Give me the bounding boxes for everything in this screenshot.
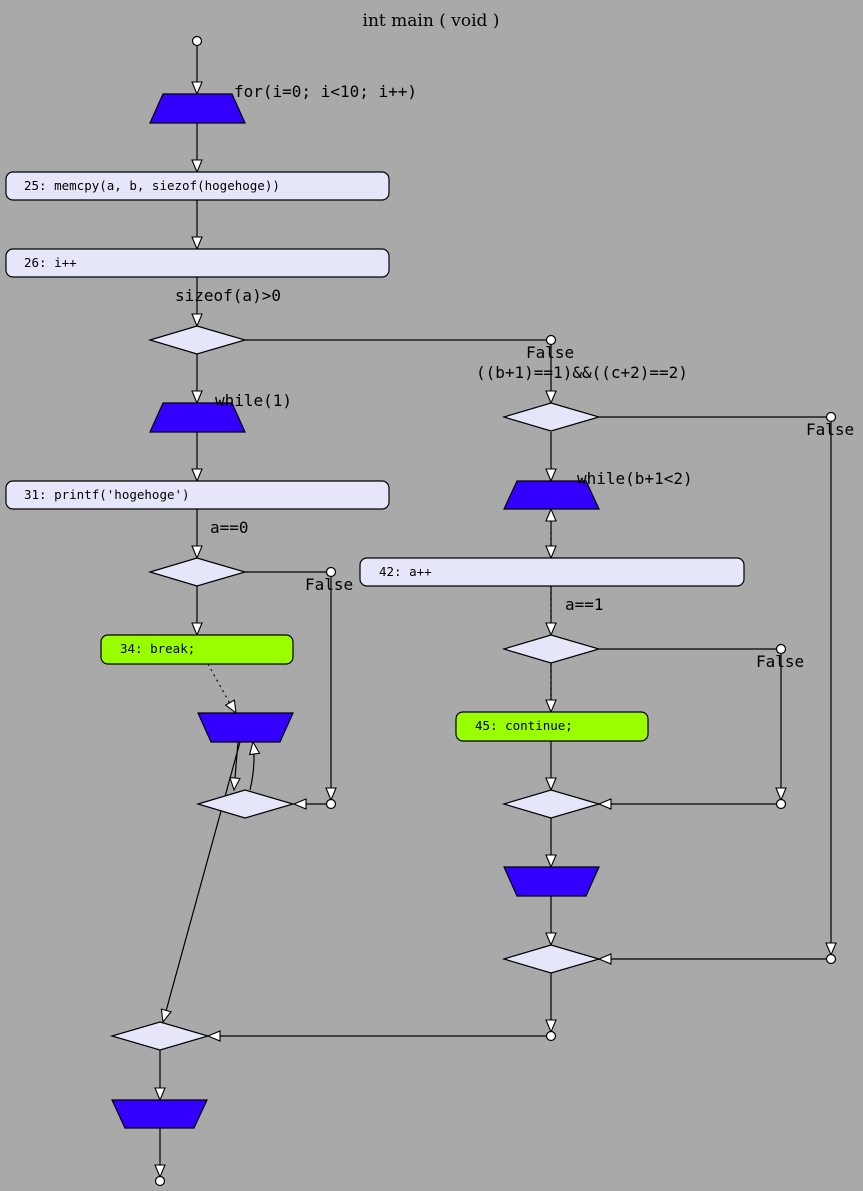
while-inner-end-shape[interactable] xyxy=(503,866,600,897)
connector-right-bottom xyxy=(545,1030,557,1042)
while-outer-label: while(1) xyxy=(215,391,292,410)
decision-c3[interactable] xyxy=(147,557,248,587)
statement-box-45[interactable] xyxy=(455,711,649,742)
for-loop-start-shape[interactable] xyxy=(149,93,246,124)
arrow-bottom-merge-left xyxy=(160,1008,172,1024)
arrow-merge-c2 xyxy=(545,932,557,947)
connector-c4-false xyxy=(775,643,787,655)
nodes xyxy=(5,35,837,1187)
while-outer-end-shape[interactable] xyxy=(197,712,294,743)
arrow-c3-false-down xyxy=(325,787,337,802)
statement-box-31[interactable] xyxy=(5,480,390,510)
arrow-for xyxy=(191,81,203,96)
arrow-while-inner-back xyxy=(545,507,557,522)
decision-c1[interactable] xyxy=(147,325,248,355)
arrow-s45 xyxy=(545,699,557,714)
decision-c2[interactable] xyxy=(501,402,602,432)
arrow-c1 xyxy=(191,313,203,328)
arrow-merge-c1-right xyxy=(206,1030,221,1042)
arrow-s34 xyxy=(191,622,203,637)
connector-c2-false-merge xyxy=(825,953,837,965)
arrow-s26 xyxy=(191,236,203,251)
false-label-c3: False xyxy=(305,575,353,594)
arrow-c2-false-down xyxy=(825,942,837,957)
arrow-loopback xyxy=(248,740,261,756)
statement-34-text: 34: break; xyxy=(120,641,195,656)
connector-c3-false xyxy=(325,566,337,578)
while-outer-start-shape[interactable] xyxy=(149,402,246,433)
arrow-s42 xyxy=(545,545,557,560)
false-label-c2: False xyxy=(806,420,854,439)
arrow-s31 xyxy=(191,468,203,483)
false-label-c1: False xyxy=(526,343,574,362)
statement-box-25[interactable] xyxy=(5,171,390,201)
statement-45-text: 45: continue; xyxy=(475,718,573,733)
arrow-connector-bottom xyxy=(545,1019,557,1034)
connector-c1-false xyxy=(545,334,557,346)
statement-25-text: 25: memcpy(a, b, siezof(hogehoge)) xyxy=(24,178,280,193)
condition-c1-label: sizeof(a)>0 xyxy=(175,286,281,305)
condition-c2-label: ((b+1)==1)&&((c+2)==2) xyxy=(476,363,688,382)
arrow-c4 xyxy=(545,622,557,637)
arrow-endwhile-inner xyxy=(545,854,557,869)
arrow-merge-c2-right xyxy=(597,953,612,965)
condition-c3-label: a==0 xyxy=(210,518,249,537)
statement-42-text: 42: a++ xyxy=(379,564,432,579)
statement-box-34[interactable] xyxy=(100,634,294,665)
arrow-end xyxy=(154,1164,166,1179)
while-inner-label: while(b+1<2) xyxy=(577,469,693,488)
arrow-merge-c4 xyxy=(545,777,557,792)
start-terminal xyxy=(191,35,203,47)
statement-box-42[interactable] xyxy=(359,557,745,587)
for-loop-end-shape[interactable] xyxy=(111,1099,208,1129)
connector-c3-false-merge xyxy=(325,798,337,810)
while-inner-start-shape[interactable] xyxy=(503,480,600,510)
connector-c2-false xyxy=(825,411,837,423)
arrow-s25 xyxy=(191,159,203,174)
labels: for(i=0; i<10; i++) while(1) while(b+1<2… xyxy=(24,82,854,733)
decision-c4[interactable] xyxy=(501,634,602,664)
arrowheads xyxy=(154,81,837,1179)
statement-box-26[interactable] xyxy=(5,248,390,278)
statement-26-text: 26: i++ xyxy=(24,255,77,270)
merge-c3 xyxy=(195,789,296,819)
condition-c4-label: a==1 xyxy=(565,595,604,614)
arrow-c2 xyxy=(545,390,557,405)
arrow-endwhile-merge xyxy=(229,777,241,792)
connector-c4-false-merge xyxy=(775,798,787,810)
arrow-while-outer xyxy=(191,390,203,405)
arrow-merge-c4-right xyxy=(597,798,612,810)
merge-c4 xyxy=(501,789,602,819)
function-title: int main ( void ) xyxy=(363,11,500,31)
for-loop-label: for(i=0; i<10; i++) xyxy=(234,82,417,101)
edges xyxy=(159,46,832,1177)
false-label-c4: False xyxy=(756,652,804,671)
merge-c1 xyxy=(109,1021,211,1051)
edge-endwhile-bottom-merge xyxy=(162,741,241,1023)
end-terminal xyxy=(154,1175,166,1187)
arrow-c3 xyxy=(191,545,203,560)
arrow-endwhile-dotted xyxy=(224,699,237,715)
arrow-endfor xyxy=(154,1087,166,1102)
arrow-while-inner xyxy=(545,468,557,483)
statement-31-text: 31: printf('hogehoge') xyxy=(24,487,190,502)
merge-c2 xyxy=(501,944,602,974)
arrow-c4-false-down xyxy=(775,787,787,802)
arrow-merge-c3 xyxy=(292,798,307,810)
